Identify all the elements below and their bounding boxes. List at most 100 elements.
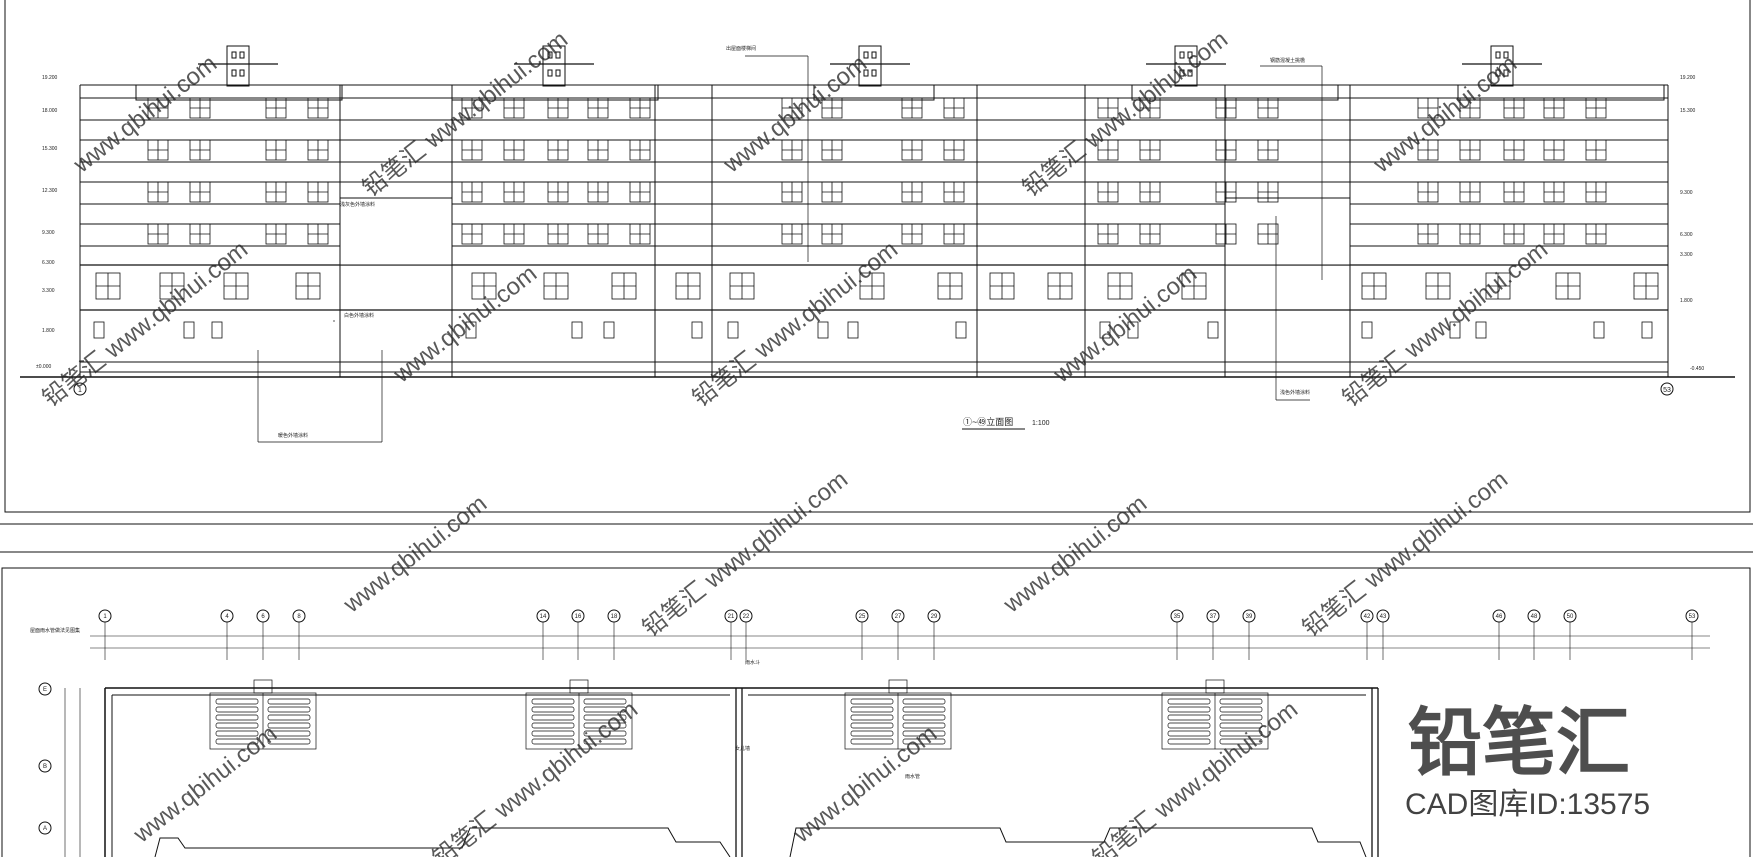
svg-text:18: 18 — [611, 614, 618, 620]
watermark-layer: www.qbihui.com 铅笔汇 www.qbihui.com www.qbih… — [38, 26, 1553, 857]
roof-plan-notes: 屋面雨水管做法见图集 雨水斗 女儿墙 雨水管 — [30, 627, 920, 780]
level-labels-left: 19.200 18.000 15.300 12.300 9.300 6.300 … — [36, 75, 58, 370]
svg-text:铅笔汇 www.qbihui.com: 铅笔汇 www.qbihui.com — [38, 236, 253, 412]
grid-bubble-top: 48 — [1527, 609, 1541, 623]
level-label: 19.200 — [42, 75, 58, 81]
svg-text:www.qbihui.com: www.qbihui.com — [788, 720, 942, 849]
grid-bubble-top: 43 — [1376, 609, 1390, 623]
grid-bubble-top: 1 — [98, 609, 112, 623]
grid-bubble-label: 53 — [1663, 387, 1671, 394]
grid-bubble — [1660, 382, 1674, 396]
svg-text:A: A — [43, 826, 47, 832]
roof-plan-stair-hatching — [209, 679, 1269, 750]
grid-bubble-top: 21 — [724, 609, 738, 623]
elevation-leader-lines — [257, 55, 1323, 443]
grid-bubble-top: 22 — [739, 609, 753, 623]
svg-text:22: 22 — [743, 614, 750, 620]
grid-bubble-top: 35 — [1170, 609, 1184, 623]
svg-text:39: 39 — [1246, 614, 1253, 620]
grid-bubble-top: 18 — [607, 609, 621, 623]
level-label: 9.300 — [42, 230, 55, 236]
elevation-grid-bubbles: 1 53 — [73, 382, 1674, 396]
level-label: 1.800 — [42, 328, 55, 334]
grid-bubble-top: 27 — [891, 609, 905, 623]
svg-text:25: 25 — [859, 614, 866, 620]
grid-bubble-top: 46 — [1492, 609, 1506, 623]
elevation-scale: 1:100 — [1032, 420, 1050, 427]
level-label: 3.300 — [42, 288, 55, 294]
grid-bubble — [73, 382, 87, 396]
level-label: 19.200 — [1680, 75, 1696, 81]
level-label: 15.300 — [1680, 108, 1696, 114]
level-label: 15.300 — [42, 146, 58, 152]
level-label: 9.300 — [1680, 190, 1693, 196]
svg-text:29: 29 — [931, 614, 938, 620]
brand-stamp: 铅笔汇 — [1408, 701, 1630, 784]
grid-bubble-left: E — [38, 682, 52, 696]
elevation-roof-stairhouses — [198, 45, 1542, 87]
level-label: 12.300 — [42, 188, 58, 194]
svg-text:E: E — [43, 687, 47, 693]
catalog-stamp: 铅笔汇 CAD图库ID:13575 — [1405, 701, 1650, 821]
svg-text:48: 48 — [1531, 614, 1538, 620]
svg-text:35: 35 — [1174, 614, 1181, 620]
svg-text:铅笔汇 www.qbihui.com: 铅笔汇 www.qbihui.com — [1298, 466, 1513, 642]
catalog-id: CAD图库ID:13575 — [1405, 788, 1650, 821]
svg-text:铅笔汇 www.qbihui.com: 铅笔汇 www.qbihui.com — [688, 236, 903, 412]
elevation-drawing — [20, 45, 1735, 443]
callout-label: 出屋面楼梯间 — [726, 45, 756, 52]
level-label: 3.300 — [1680, 252, 1693, 258]
level-label: 6.300 — [42, 260, 55, 266]
svg-text:www.qbihui.com: www.qbihui.com — [338, 490, 492, 619]
svg-text:21: 21 — [728, 614, 735, 620]
plan-grid-axes-top: 1 4 6 8 14 16 18 21 22 25 27 29 35 37 39… — [98, 609, 1699, 623]
plan-note: 雨水管 — [905, 773, 920, 780]
plan-note: 女儿墙 — [735, 745, 750, 752]
level-label: 1.800 — [1680, 298, 1693, 304]
callout-label: 浅灰色外墙涂料 — [340, 201, 375, 208]
level-label: 18.000 — [42, 108, 58, 114]
grid-bubble-top: 6 — [256, 609, 270, 623]
svg-text:www.qbihui.com: www.qbihui.com — [1368, 50, 1522, 179]
level-label: ±0.000 — [36, 364, 51, 370]
svg-text:16: 16 — [575, 614, 582, 620]
svg-text:www.qbihui.com: www.qbihui.com — [388, 260, 542, 389]
level-labels-right: 19.200 15.300 9.300 6.300 3.300 1.800 -0… — [1680, 75, 1704, 372]
svg-text:www.qbihui.com: www.qbihui.com — [998, 490, 1152, 619]
callout-label: 暖色外墙涂料 — [278, 432, 308, 439]
callout-label: 白色外墙涂料 — [344, 312, 374, 319]
svg-text:www.qbihui.com: www.qbihui.com — [718, 50, 872, 179]
grid-bubble-left: A — [38, 821, 52, 835]
callout-label: 钢筋混凝土挑檐 — [1270, 57, 1305, 64]
plan-note: 屋面雨水管做法见图集 — [30, 627, 80, 634]
grid-bubble-top: 29 — [927, 609, 941, 623]
grid-bubble-top: 39 — [1242, 609, 1256, 623]
grid-bubble-top: 50 — [1563, 609, 1577, 623]
svg-text:53: 53 — [1689, 614, 1696, 620]
svg-text:42: 42 — [1364, 614, 1371, 620]
grid-bubble-left: B — [38, 759, 52, 773]
grid-bubble-top: 8 — [292, 609, 306, 623]
plan-note: 雨水斗 — [745, 659, 760, 666]
svg-text:27: 27 — [895, 614, 902, 620]
elevation-floor-lines — [20, 84, 1735, 378]
grid-bubble-label: 1 — [78, 387, 82, 394]
svg-text:14: 14 — [540, 614, 547, 620]
roof-plan-drawing — [64, 622, 1710, 857]
svg-text:4: 4 — [225, 614, 229, 620]
grid-bubble-top: 42 — [1360, 609, 1374, 623]
svg-text:铅笔汇 www.qbihui.com: 铅笔汇 www.qbihui.com — [1338, 236, 1553, 412]
svg-text:37: 37 — [1210, 614, 1217, 620]
svg-text:8: 8 — [297, 614, 301, 620]
grid-bubble-top: 14 — [536, 609, 550, 623]
svg-text:www.qbihui.com: www.qbihui.com — [68, 50, 222, 179]
grid-bubble-top: 25 — [855, 609, 869, 623]
svg-text:46: 46 — [1496, 614, 1503, 620]
svg-text:铅笔汇 www.qbihui.com: 铅笔汇 www.qbihui.com — [1018, 26, 1233, 202]
svg-text:6: 6 — [261, 614, 265, 620]
svg-text:铅笔汇 www.qbihui.com: 铅笔汇 www.qbihui.com — [358, 26, 573, 202]
elevation-windows — [93, 97, 1659, 339]
elevation-title-block: ①~㊾立面图 1:100 — [962, 416, 1050, 430]
roof-plan-dimension-lines — [64, 622, 1710, 857]
